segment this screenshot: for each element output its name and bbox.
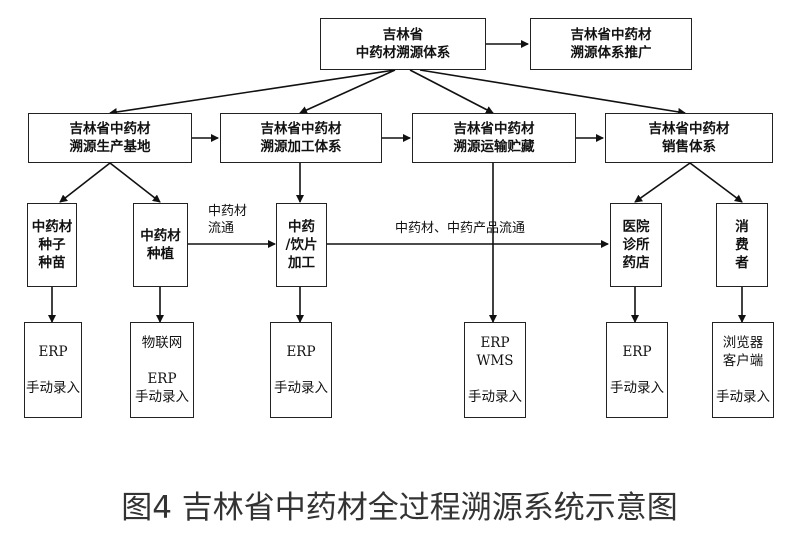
arrow-sales-to-hospital: [634, 162, 691, 203]
node-erp-planting: 物联网 ERP 手动录入: [130, 322, 194, 418]
figure-caption: 图4 吉林省中药材全过程溯源系统示意图: [121, 490, 678, 526]
arrow-production-to-seed: [59, 162, 111, 203]
node-transport: 吉林省中药材 溯源运输贮藏: [412, 113, 576, 163]
node-consumer: 消 费 者: [716, 203, 768, 287]
node-root: 吉林省 中药材溯源体系: [320, 18, 486, 70]
node-seed: 中药材 种子 种苗: [27, 203, 77, 287]
label-circulation: 中药材 流通: [208, 204, 248, 236]
arrow-root-to-transport: [409, 69, 494, 114]
node-production-base: 吉林省中药材 溯源生产基地: [28, 113, 192, 163]
node-erp-decoction: ERP 手动录入: [270, 322, 332, 418]
node-planting: 中药材 种植: [133, 203, 188, 287]
node-sales: 吉林省中药材 销售体系: [605, 113, 773, 163]
node-promotion: 吉林省中药材 溯源体系推广: [530, 18, 692, 70]
node-hospital: 医院 诊所 药店: [610, 203, 662, 287]
node-erp-seed: ERP 手动录入: [24, 322, 82, 418]
node-erp-consumer: 浏览器 客户端 手动录入: [712, 322, 774, 418]
node-decoction: 中药 /饮片 加工: [276, 203, 327, 287]
node-erp-hospital: ERP 手动录入: [606, 322, 668, 418]
arrow-root-to-processing: [299, 69, 396, 114]
node-erp-transport: ERP WMS 手动录入: [464, 322, 526, 418]
arrow-root-to-sales: [419, 69, 686, 116]
node-processing: 吉林省中药材 溯源加工体系: [220, 113, 382, 163]
diagram-connectors: [48, 40, 746, 323]
arrow-production-to-planting: [109, 162, 161, 203]
arrow-root-to-production: [109, 69, 396, 116]
arrow-sales-to-consumer: [689, 162, 743, 203]
label-product-flow: 中药材、中药产品流通: [395, 221, 526, 236]
